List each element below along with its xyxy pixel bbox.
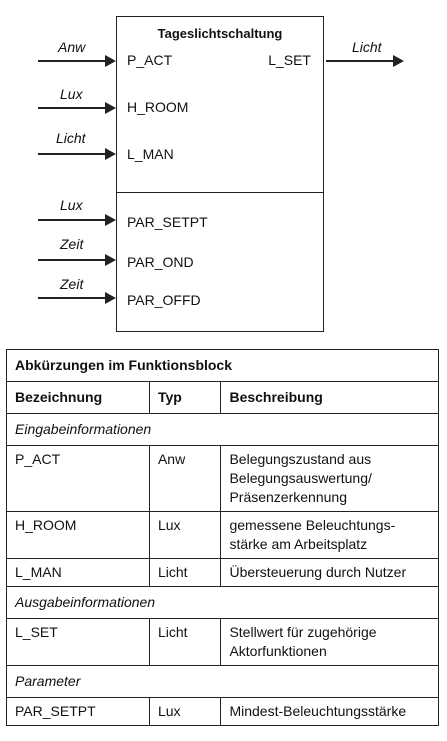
table-row: L_SET Licht Stellwert für zugehörige Akt… [6,618,439,666]
row-name: PAR_SETPT [6,697,150,726]
row-desc: Mindest-Beleuchtungsstärke [220,697,439,726]
row-desc: Stellwert für zugehörige Aktorfunktionen [220,618,439,666]
row-name: P_ACT [6,445,150,512]
table-caption-row: Abkürzungen im Funktionsblock [6,349,439,382]
table-caption: Abkürzungen im Funktionsblock [6,349,439,382]
row-desc: Übersteuerung durch Nutzer [220,558,439,587]
row-type: Licht [148,618,222,666]
signal-label-l-set: Licht [352,39,382,55]
signal-label-p-act: Anw [58,39,86,55]
row-type: Licht [148,558,222,587]
row-desc: Belegungszustand aus Belegungsauswertung… [220,445,439,512]
port-l-man: L_MAN [127,146,174,162]
row-name: H_ROOM [6,511,150,559]
section-row-ausgabe: Ausgabeinformationen [6,586,439,619]
table-row: L_MAN Licht Übersteuerung durch Nutzer [6,558,439,587]
arrow-par-setpt [38,214,116,226]
header-beschreibung: Beschreibung [220,381,439,414]
section-title: Eingabeinformationen [6,413,439,446]
port-h-room: H_ROOM [127,99,189,115]
signal-label-h-room: Lux [60,86,83,102]
arrow-par-ond [38,254,116,266]
function-block: Tageslichtschaltung P_ACT H_ROOM L_MAN L… [116,16,324,332]
section-title: Parameter [6,665,439,698]
arrow-l-man [38,148,116,160]
table-row: PAR_SETPT Lux Mindest-Beleuchtungsstärke [6,697,439,726]
arrow-par-offd [38,292,116,304]
section-row-eingabe: Eingabeinformationen [6,413,439,446]
row-name: L_MAN [6,558,150,587]
port-p-act: P_ACT [127,52,173,68]
section-title: Ausgabeinformationen [6,586,439,619]
arrow-h-room [38,102,116,114]
row-type: Lux [148,697,222,726]
section-row-parameter: Parameter [6,665,439,698]
signal-label-par-offd: Zeit [60,276,84,292]
table-row: P_ACT Anw Belegungszustand aus Belegungs… [6,445,439,512]
header-bezeichnung: Bezeichnung [6,381,150,414]
parameter-divider [117,192,323,193]
abbreviation-table: Abkürzungen im Funktionsblock Bezeichnun… [6,349,439,726]
port-par-offd: PAR_OFFD [127,292,201,308]
row-type: Anw [148,445,222,512]
signal-label-par-ond: Zeit [60,236,84,252]
signal-label-par-setpt: Lux [60,197,83,213]
row-desc: gemessene Beleuchtungs- stärke am Arbeit… [220,511,439,559]
port-par-setpt: PAR_SETPT [127,214,208,230]
port-l-set: L_SET [268,52,311,68]
row-name: L_SET [6,618,150,666]
signal-label-l-man: Licht [56,130,86,146]
header-typ: Typ [148,381,222,414]
port-par-ond: PAR_OND [127,254,194,270]
table-header-row: Bezeichnung Typ Beschreibung [6,381,439,414]
row-type: Lux [148,511,222,559]
table-row: H_ROOM Lux gemessene Beleuchtungs- stärk… [6,511,439,559]
block-title: Tageslichtschaltung [157,26,283,41]
arrow-l-set [326,55,404,67]
arrow-p-act [38,55,116,67]
